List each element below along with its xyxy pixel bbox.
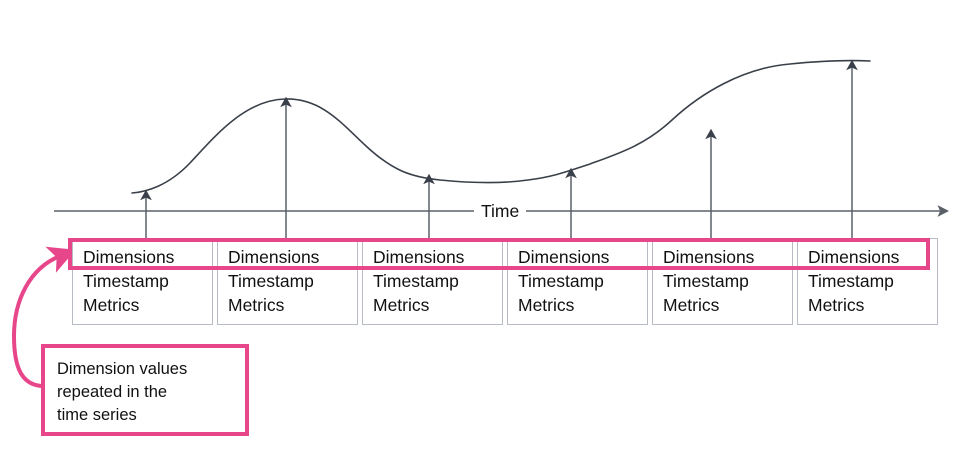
record-field-timestamp: Timestamp (83, 271, 169, 291)
record-field-timestamp: Timestamp (228, 271, 314, 291)
record-box[interactable]: Dimensions Timestamp Metrics (652, 238, 793, 325)
record-field-timestamp: Timestamp (808, 271, 894, 291)
record-field-dimensions: Dimensions (808, 247, 900, 267)
record-field-metrics: Metrics (808, 295, 865, 315)
callout-line: repeated in the (57, 383, 168, 401)
record-field-dimensions: Dimensions (663, 247, 755, 267)
record-box[interactable]: Dimensions Timestamp Metrics (72, 238, 213, 325)
record-box[interactable]: Dimensions Timestamp Metrics (217, 238, 358, 325)
record-field-timestamp: Timestamp (373, 271, 459, 291)
callout-box: Dimension values repeated in the time se… (41, 344, 249, 436)
record-field-metrics: Metrics (373, 295, 430, 315)
record-field-dimensions: Dimensions (228, 247, 320, 267)
callout-line: Dimension values (57, 360, 188, 378)
record-field-dimensions: Dimensions (83, 247, 175, 267)
record-box[interactable]: Dimensions Timestamp Metrics (507, 238, 648, 325)
record-box[interactable]: Dimensions Timestamp Metrics (362, 238, 503, 325)
record-box[interactable]: Dimensions Timestamp Metrics (797, 238, 938, 325)
time-axis-label: Time (474, 201, 527, 221)
record-field-metrics: Metrics (228, 295, 285, 315)
record-field-metrics: Metrics (663, 295, 720, 315)
callout-line: time series (57, 406, 137, 424)
record-field-timestamp: Timestamp (663, 271, 749, 291)
callout-connector-arrow (11, 246, 76, 388)
record-field-dimensions: Dimensions (373, 247, 465, 267)
record-field-dimensions: Dimensions (518, 247, 610, 267)
record-field-metrics: Metrics (518, 295, 575, 315)
metric-curve (131, 59, 871, 194)
record-field-metrics: Metrics (83, 295, 140, 315)
record-field-timestamp: Timestamp (518, 271, 604, 291)
